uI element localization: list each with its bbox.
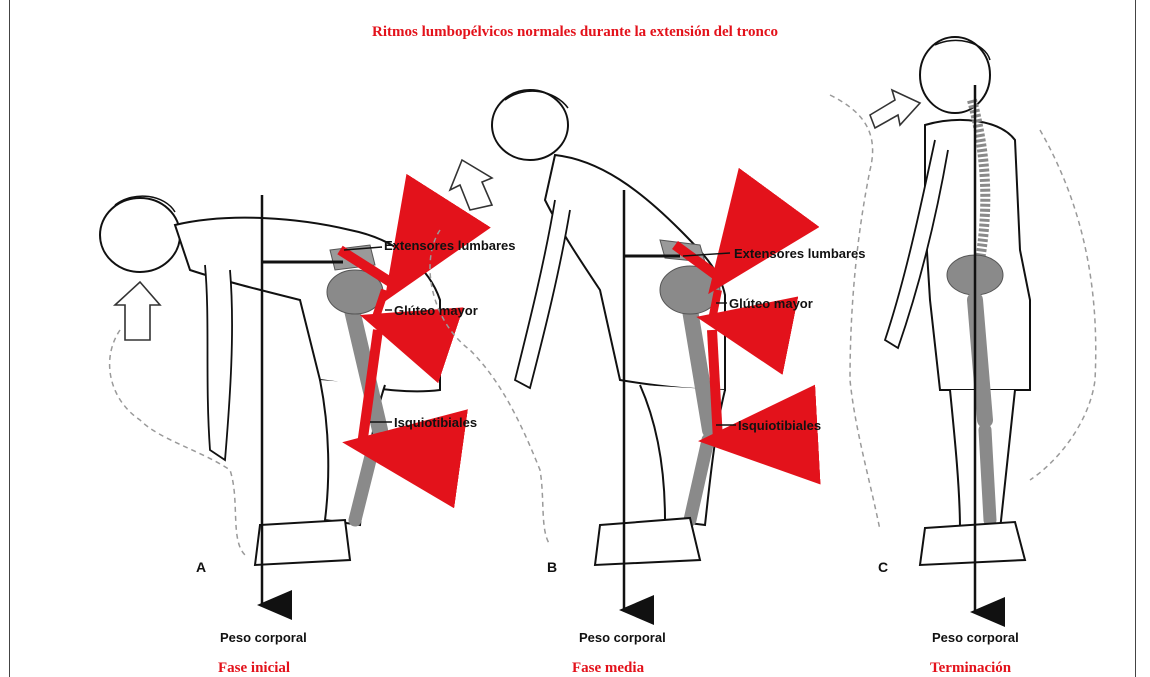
weight-label-c: Peso corporal [932, 630, 1019, 645]
panel-letter-b: B [547, 559, 557, 575]
phase-label-a: Fase inicial [218, 660, 290, 677]
phase-label-b: Fase media [572, 660, 644, 677]
panel-letter-a: A [196, 559, 206, 575]
label-gluteo-a: Glúteo mayor [394, 303, 478, 318]
weight-label-a: Peso corporal [220, 630, 307, 645]
weight-label-b: Peso corporal [579, 630, 666, 645]
figure-c [830, 37, 1096, 612]
figure-b [430, 90, 736, 610]
label-gluteo-b: Glúteo mayor [729, 296, 813, 311]
rotation-arrow-icon [870, 90, 920, 128]
label-isquio-b: Isquiotibiales [738, 418, 821, 433]
figure-a [100, 195, 440, 605]
rotation-arrow-icon [115, 282, 160, 340]
rotation-arrow-icon [450, 160, 492, 210]
phase-label-c: Terminación [930, 660, 1011, 677]
label-extensores-a: Extensores lumbares [384, 238, 516, 253]
label-extensores-b: Extensores lumbares [734, 246, 866, 261]
panel-letter-c: C [878, 559, 888, 575]
label-isquio-a: Isquiotibiales [394, 415, 477, 430]
